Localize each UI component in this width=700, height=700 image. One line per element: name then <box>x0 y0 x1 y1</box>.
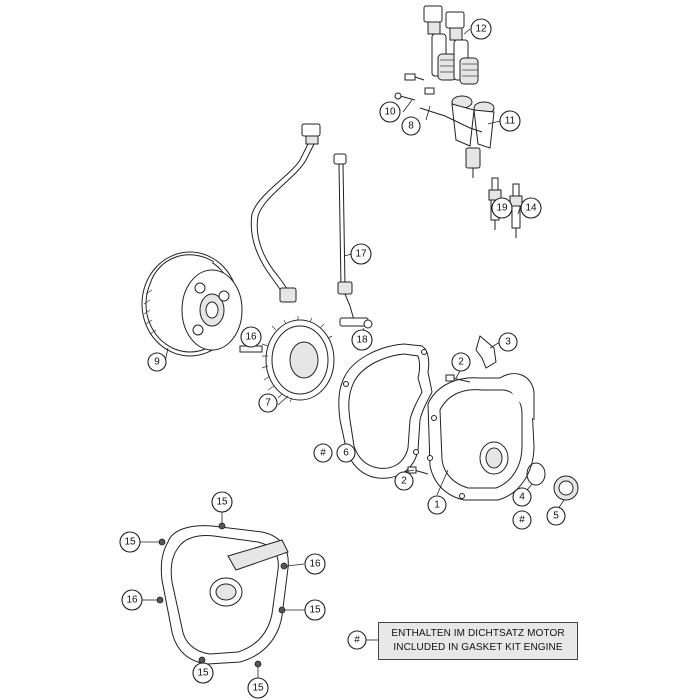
stator-connector <box>251 124 320 302</box>
callout-label: 15 <box>124 537 136 548</box>
callout-3: 3 <box>498 332 518 352</box>
callout-label: 12 <box>475 24 487 35</box>
callout-19: 19 <box>491 197 513 219</box>
callout-label: 16 <box>309 559 321 570</box>
callout-10: 10 <box>379 101 401 123</box>
callout-6: 6 <box>336 443 356 463</box>
callout-label: 17 <box>355 249 367 260</box>
callout-hash-legend: # <box>347 630 367 650</box>
generator-cover-part-1 <box>428 374 535 500</box>
callout-16-right: 16 <box>304 553 326 575</box>
callout-15-bottom-left: 15 <box>192 662 214 684</box>
callout-hash-4: # <box>512 510 532 530</box>
callout-12: 12 <box>470 18 492 40</box>
callout-15-left: 15 <box>119 531 141 553</box>
callout-label: 11 <box>505 116 516 127</box>
callout-14: 14 <box>520 197 542 219</box>
plug-screw-part-5 <box>554 476 578 500</box>
callout-label: 3 <box>505 337 511 348</box>
callout-label: 16 <box>245 332 257 343</box>
callout-18: 18 <box>351 329 373 351</box>
callout-label: 15 <box>252 683 264 694</box>
callout-label: # <box>320 448 326 459</box>
callout-label: 8 <box>408 121 414 132</box>
sensor-cable-part-17 <box>334 154 372 328</box>
callout-label: 19 <box>496 203 508 214</box>
callout-label: 7 <box>265 398 271 409</box>
callout-15-bottom-right: 15 <box>247 677 269 699</box>
callout-hash-6: # <box>313 443 333 463</box>
legend-line-english: INCLUDED IN GASKET KIT ENGINE <box>393 642 563 653</box>
callout-label: 2 <box>401 476 407 487</box>
callout-label: 18 <box>356 335 368 346</box>
callout-2-lower: 2 <box>394 471 414 491</box>
legend-box: ENTHALTEN IM DICHTSATZ MOTOR INCLUDED IN… <box>378 622 578 660</box>
spark-plug-part-14 <box>510 184 522 238</box>
callout-label: # <box>519 515 525 526</box>
bolt-part-10 <box>395 74 434 100</box>
gasket-part-6 <box>339 344 432 478</box>
callout-label: 15 <box>197 668 209 679</box>
callout-label: 9 <box>154 357 160 368</box>
o-ring-part-4 <box>527 463 545 485</box>
callout-5: 5 <box>546 506 566 526</box>
stator-part-7 <box>240 316 334 402</box>
callout-9: 9 <box>147 352 167 372</box>
callout-label: # <box>354 635 360 646</box>
callout-label: 10 <box>384 107 396 118</box>
callout-1: 1 <box>427 495 447 515</box>
callout-label: 14 <box>525 203 537 214</box>
callout-15-top: 15 <box>211 491 233 513</box>
callout-label: 15 <box>216 497 228 508</box>
callout-8: 8 <box>401 116 421 136</box>
callout-label: 16 <box>126 595 138 606</box>
bracket-part-3 <box>476 336 496 368</box>
callout-7: 7 <box>258 393 278 413</box>
callout-11: 11 <box>499 110 521 132</box>
spark-plug-connector-part-11 <box>420 96 494 178</box>
callout-4: 4 <box>512 487 532 507</box>
flywheel-part-9 <box>142 252 242 356</box>
callout-label: 15 <box>309 605 321 616</box>
legend-line-german: ENTHALTEN IM DICHTSATZ MOTOR <box>391 628 565 639</box>
callout-label: 5 <box>553 511 559 522</box>
callout-label: 1 <box>434 500 440 511</box>
callout-label: 4 <box>519 492 525 503</box>
ignition-coil-part-12 <box>424 6 478 84</box>
callout-label: 6 <box>343 448 349 459</box>
outer-cover <box>157 523 288 667</box>
callout-16-left: 16 <box>121 589 143 611</box>
callout-17: 17 <box>350 243 372 265</box>
callout-16-stator: 16 <box>240 326 262 348</box>
callout-15-right: 15 <box>304 599 326 621</box>
callout-2-upper: 2 <box>451 352 471 372</box>
callout-label: 2 <box>458 357 464 368</box>
